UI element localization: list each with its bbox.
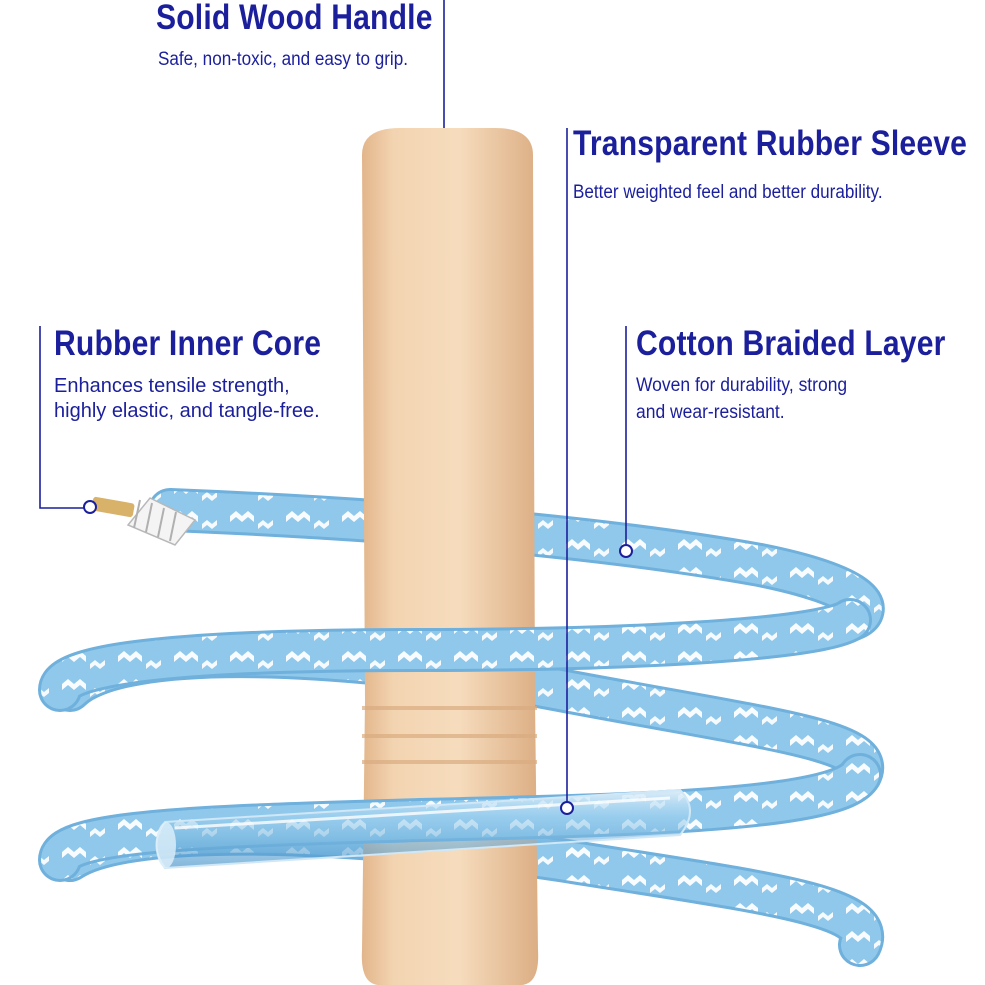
sleeve-callout-title: Transparent Rubber Sleeve xyxy=(573,124,968,163)
core-description-line-2: highly elastic, and tangle-free. xyxy=(54,400,320,422)
callout-leaders xyxy=(39,0,627,808)
cotton-description-line-2: and wear-resistant. xyxy=(636,402,785,423)
cotton-description-line-1: Woven for durability, strong xyxy=(636,375,848,396)
rubber-core-end xyxy=(91,496,197,546)
core-description-line-1: Enhances tensile strength, xyxy=(54,375,290,397)
core-callout-description: Enhances tensile strength, highly elasti… xyxy=(54,374,320,424)
cotton-callout-description: Woven for durability, strong and wear-re… xyxy=(636,372,847,426)
handle-callout-title: Solid Wood Handle xyxy=(156,0,433,37)
core-callout-title: Rubber Inner Core xyxy=(54,324,322,363)
transparent-sleeve xyxy=(155,788,691,870)
callout-markers xyxy=(83,500,633,815)
handle-callout-description: Safe, non-toxic, and easy to grip. xyxy=(158,49,409,70)
cotton-callout-title: Cotton Braided Layer xyxy=(636,324,946,363)
wood-handle xyxy=(361,128,539,985)
sleeve-callout-description: Better weighted feel and better durabili… xyxy=(573,182,883,203)
